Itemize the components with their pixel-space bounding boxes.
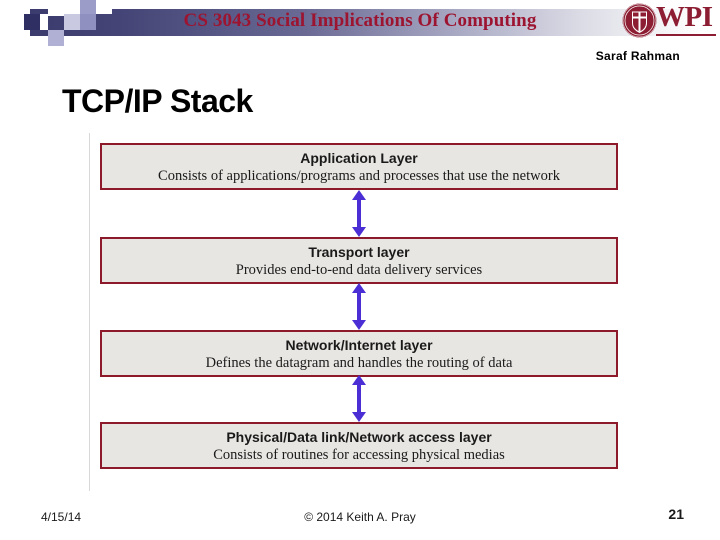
layer-title: Transport layer bbox=[308, 244, 410, 260]
layer-description: Defines the datagram and handles the rou… bbox=[205, 355, 513, 371]
double-headed-vertical-arrow-icon bbox=[352, 375, 366, 422]
layer-description: Consists of routines for accessing physi… bbox=[213, 447, 505, 463]
wpi-underline bbox=[656, 34, 716, 36]
footer-page-number: 21 bbox=[668, 506, 684, 522]
footer-copyright: © 2014 Keith A. Pray bbox=[304, 510, 416, 524]
layer-title: Physical/Data link/Network access layer bbox=[226, 429, 492, 445]
header-decor-square bbox=[80, 0, 96, 14]
double-headed-vertical-arrow-icon bbox=[352, 190, 366, 237]
header-decor-square bbox=[96, 0, 112, 14]
header-decor-square bbox=[64, 14, 80, 30]
content-divider bbox=[89, 133, 90, 491]
slide-title: TCP/IP Stack bbox=[62, 83, 253, 119]
header-decor-square bbox=[48, 30, 64, 46]
presenter-name: Saraf Rahman bbox=[595, 49, 680, 63]
layer-title: Network/Internet layer bbox=[285, 337, 433, 353]
header-decor-square bbox=[48, 0, 64, 16]
wpi-wordmark: WPI bbox=[656, 1, 713, 33]
footer-date: 4/15/14 bbox=[41, 510, 82, 524]
wpi-seal-icon bbox=[622, 3, 657, 38]
header-decor-square bbox=[64, 0, 80, 14]
header-decor-square bbox=[40, 14, 48, 30]
header-gradient-bar bbox=[30, 9, 720, 36]
layer-box-network-internet: Network/Internet layer Defines the datag… bbox=[100, 330, 618, 377]
layer-title: Application Layer bbox=[300, 150, 418, 166]
wpi-logo: WPI bbox=[622, 1, 718, 41]
slide-header: CS 3043 Social Implications Of Computing… bbox=[0, 0, 720, 46]
header-decor-square bbox=[0, 14, 24, 30]
course-title: CS 3043 Social Implications Of Computing bbox=[183, 10, 537, 31]
layer-box-transport: Transport layer Provides end-to-end data… bbox=[100, 237, 618, 284]
layer-description: Provides end-to-end data delivery servic… bbox=[235, 262, 483, 278]
header-decor-square bbox=[80, 14, 96, 30]
layer-description: Consists of applications/programs and pr… bbox=[158, 168, 560, 184]
layer-box-application: Application Layer Consists of applicatio… bbox=[100, 143, 618, 190]
layer-box-physical-datalink: Physical/Data link/Network access layer … bbox=[100, 422, 618, 469]
header-decor-square bbox=[24, 14, 40, 30]
double-headed-vertical-arrow-icon bbox=[352, 283, 366, 330]
